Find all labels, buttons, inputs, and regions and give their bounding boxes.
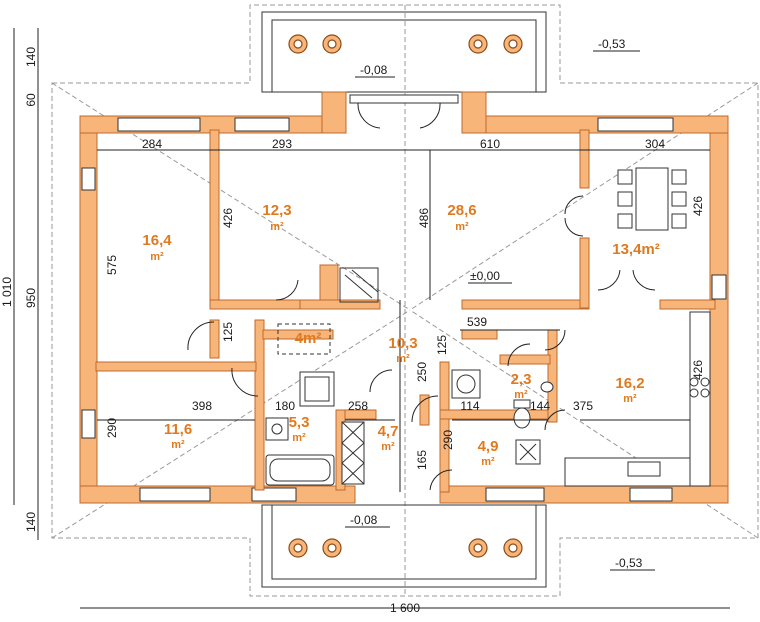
dim-486: 486 <box>417 208 431 228</box>
columns <box>288 34 523 558</box>
dim-60: 60 <box>24 93 38 107</box>
dim-180: 180 <box>275 399 295 413</box>
room-labels: 16,4 m² 12,3 m² 28,6 m² 13,4m² 4m² 10,3 … <box>142 202 659 468</box>
area-utility: 4,9 <box>478 438 499 455</box>
dim-total-1010: 1 010 <box>0 277 14 307</box>
area-corridor: 4,7 <box>378 423 399 440</box>
area-living: 28,6 <box>447 202 476 219</box>
fixtures <box>265 369 554 486</box>
wc-basin <box>540 381 554 393</box>
dim-398: 398 <box>192 399 212 413</box>
dim-top-293: 293 <box>272 137 292 151</box>
roof-outline <box>51 4 759 597</box>
area-bedroom-small: 11,6 <box>164 421 192 438</box>
toilet <box>513 407 531 429</box>
unit-utility: m² <box>481 456 495 468</box>
terrace-top <box>261 11 547 93</box>
unit-bedroom-small: m² <box>171 439 185 451</box>
area-bathroom: 5,3 <box>289 414 310 431</box>
dim-125-right: 125 <box>435 335 449 355</box>
unit-kitchen: m² <box>623 393 637 405</box>
dining-table <box>617 167 687 231</box>
area-kitchen: 16,2 <box>615 375 644 392</box>
terrace-bottom <box>261 504 547 588</box>
unit-bedroom-left: m² <box>150 251 164 263</box>
dim-426-kitchen: 426 <box>691 360 705 380</box>
unit-wc: m² <box>514 389 528 401</box>
stairs <box>339 267 379 303</box>
dim-426-right: 426 <box>691 196 705 216</box>
level-terrace-bottom: -0,08 <box>350 513 378 527</box>
column <box>293 543 303 553</box>
dim-total-1600: 1 600 <box>390 601 420 615</box>
area-wc: 2,3 <box>511 371 532 388</box>
unit-bathroom: m² <box>292 432 306 444</box>
interior-walls <box>95 129 716 493</box>
washing-machine <box>451 369 481 399</box>
bathtub <box>265 454 335 486</box>
dim-125-left: 125 <box>221 322 235 342</box>
column <box>293 39 303 49</box>
unit-bedroom-mid: m² <box>270 221 284 233</box>
dim-144: 144 <box>530 399 550 413</box>
doors <box>187 102 656 491</box>
level-zero: ±0,00 <box>470 269 500 283</box>
column <box>327 543 337 553</box>
level-ground-top: -0,53 <box>598 37 626 51</box>
unit-living: m² <box>455 221 469 233</box>
dim-140-top: 140 <box>24 47 38 67</box>
dim-290-right: 290 <box>441 430 455 450</box>
dim-250: 250 <box>415 362 429 382</box>
column <box>473 543 483 553</box>
dim-114: 114 <box>460 399 479 413</box>
column <box>473 39 483 49</box>
unit-corridor: m² <box>381 441 395 453</box>
dim-top-304: 304 <box>645 137 665 151</box>
level-marks: ±0,00 -0,08 -0,08 -0,53 -0,53 <box>345 37 655 571</box>
dim-426-left: 426 <box>221 208 235 228</box>
dim-top-284: 284 <box>142 137 162 151</box>
area-bedroom-left: 16,4 <box>142 232 172 249</box>
dim-539: 539 <box>467 315 487 329</box>
dim-258: 258 <box>348 399 368 413</box>
dim-total-950: 950 <box>24 288 38 308</box>
area-hall: 10,3 <box>388 335 417 352</box>
level-ground-bottom: -0,53 <box>615 556 643 570</box>
column <box>508 543 518 553</box>
column <box>327 39 337 49</box>
unit-hall: m² <box>396 353 410 365</box>
washbasin <box>265 417 289 441</box>
area-bedroom-mid: 12,3 <box>262 202 291 219</box>
dim-290-left: 290 <box>105 418 119 438</box>
dim-375: 375 <box>573 399 593 413</box>
dim-top-610: 610 <box>480 137 500 151</box>
dimension-labels: 284 293 610 304 575 426 486 426 125 125 … <box>0 47 705 615</box>
dim-575: 575 <box>105 255 119 275</box>
area-storage: 4m² <box>295 330 322 347</box>
dim-165: 165 <box>415 450 429 470</box>
dimension-lines <box>13 28 730 609</box>
kitchen-counter <box>564 311 711 487</box>
column <box>508 39 518 49</box>
shower-tray <box>299 371 335 407</box>
storage-dashed-area <box>277 323 331 355</box>
level-terrace-top: -0,08 <box>360 63 388 77</box>
dim-140-bottom: 140 <box>24 512 38 532</box>
area-dining: 13,4m² <box>612 241 660 258</box>
windows <box>81 94 727 502</box>
